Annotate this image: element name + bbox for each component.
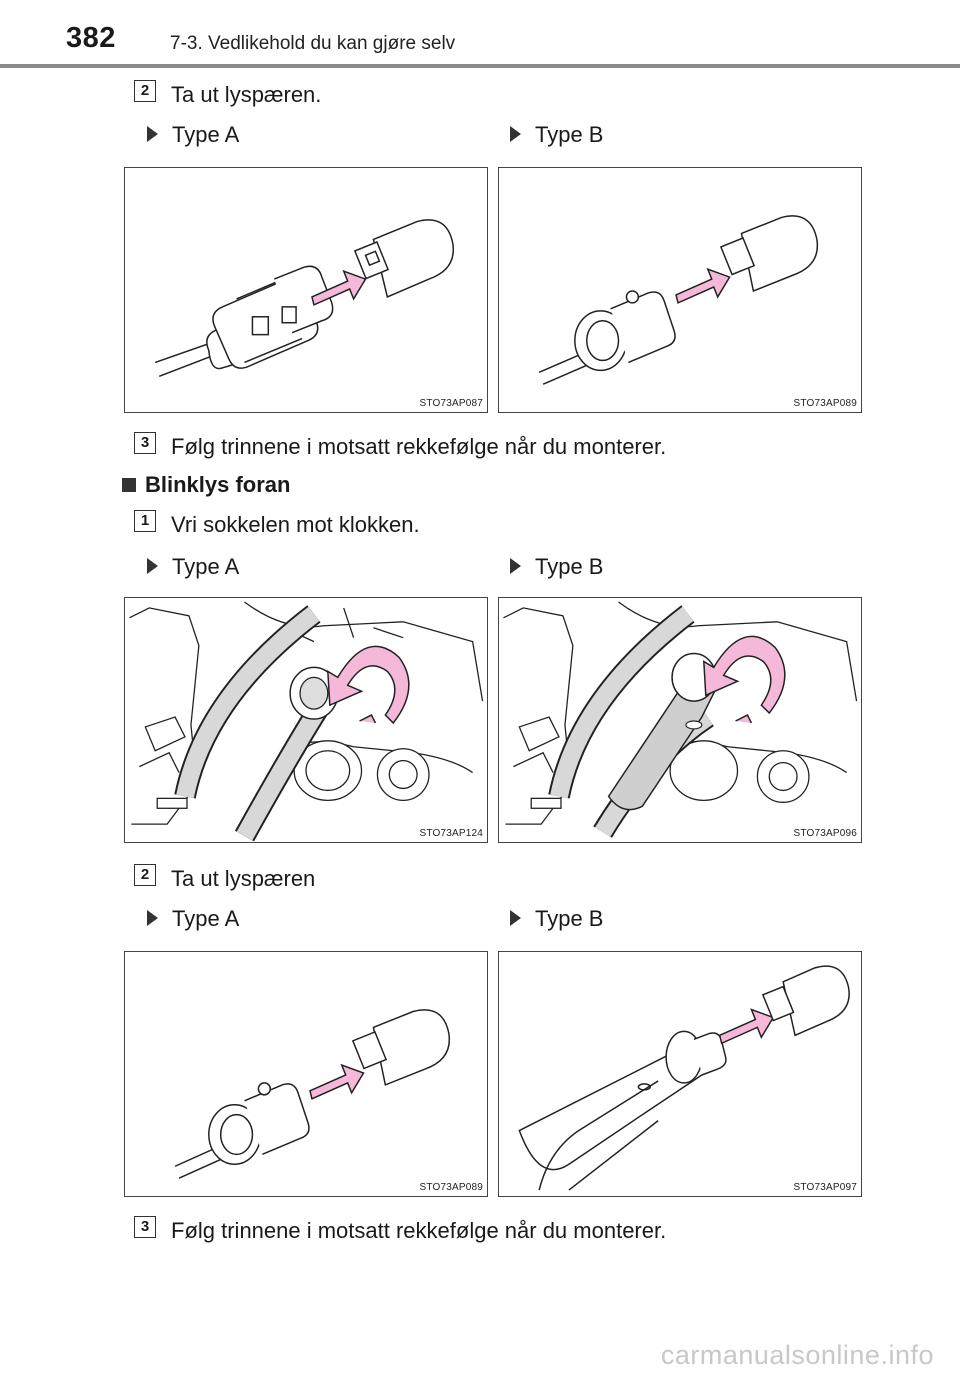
type-a-label: Type A bbox=[147, 906, 239, 932]
figure-code: STO73AP089 bbox=[419, 1182, 483, 1193]
header-rule bbox=[0, 64, 960, 68]
bulb-socket-illustration bbox=[174, 1009, 451, 1179]
step-number-badge: 3 bbox=[134, 432, 156, 454]
type-b-label: Type B bbox=[510, 554, 603, 580]
triangle-bullet-icon bbox=[147, 126, 158, 143]
bulb-socket-illustration bbox=[518, 965, 850, 1191]
figure-code: STO73AP097 bbox=[793, 1182, 857, 1193]
step-number-badge: 2 bbox=[134, 80, 156, 102]
figure-twist-socket-type-b: STO73AP096 bbox=[498, 597, 862, 843]
figure-bulb-removal-type-a: STO73AP087 bbox=[124, 167, 488, 413]
step-text: Følg trinnene i motsatt rekkefølge når d… bbox=[171, 434, 667, 459]
triangle-bullet-icon bbox=[147, 558, 158, 575]
figure-code: STO73AP096 bbox=[793, 828, 857, 839]
step-text: Ta ut lyspæren. bbox=[171, 82, 322, 107]
step-text: Vri sokkelen mot klokken. bbox=[171, 512, 420, 537]
type-a-label: Type A bbox=[147, 122, 239, 148]
step-number-badge: 1 bbox=[134, 510, 156, 532]
headlamp-assembly-illustration bbox=[503, 601, 858, 838]
figure-bulb-removal-type-b: STO73AP097 bbox=[498, 951, 862, 1197]
type-a-label: Type A bbox=[147, 554, 239, 580]
triangle-bullet-icon bbox=[510, 126, 521, 143]
subsection-heading: Blinklys foran bbox=[122, 472, 290, 498]
triangle-bullet-icon bbox=[147, 910, 158, 927]
figure-code: STO73AP087 bbox=[419, 398, 483, 409]
triangle-bullet-icon bbox=[510, 910, 521, 927]
watermark-bar: carmanualsonline.info bbox=[0, 1336, 960, 1373]
bulb-socket-illustration bbox=[154, 219, 455, 377]
figure-bulb-removal-type-a: STO73AP089 bbox=[124, 951, 488, 1197]
triangle-bullet-icon bbox=[510, 558, 521, 575]
square-bullet-icon bbox=[122, 478, 136, 492]
figure-bulb-removal-type-b: STO73AP089 bbox=[498, 167, 862, 413]
headlamp-assembly-illustration bbox=[129, 601, 484, 842]
step-number-badge: 2 bbox=[134, 864, 156, 886]
figure-code: STO73AP124 bbox=[419, 828, 483, 839]
type-b-label: Type B bbox=[510, 122, 603, 148]
bulb-socket-illustration bbox=[538, 215, 819, 385]
step-text: Ta ut lyspæren bbox=[171, 866, 316, 891]
type-b-label: Type B bbox=[510, 906, 603, 932]
figure-code: STO73AP089 bbox=[793, 398, 857, 409]
section-title: 7-3. Vedlikehold du kan gjøre selv bbox=[170, 33, 456, 54]
figure-twist-socket-type-a: STO73AP124 bbox=[124, 597, 488, 843]
watermark-text: carmanualsonline.info bbox=[660, 1340, 934, 1370]
page-number: 382 bbox=[66, 22, 116, 54]
step-number-badge: 3 bbox=[134, 1216, 156, 1238]
step-text: Følg trinnene i motsatt rekkefølge når d… bbox=[171, 1218, 667, 1243]
